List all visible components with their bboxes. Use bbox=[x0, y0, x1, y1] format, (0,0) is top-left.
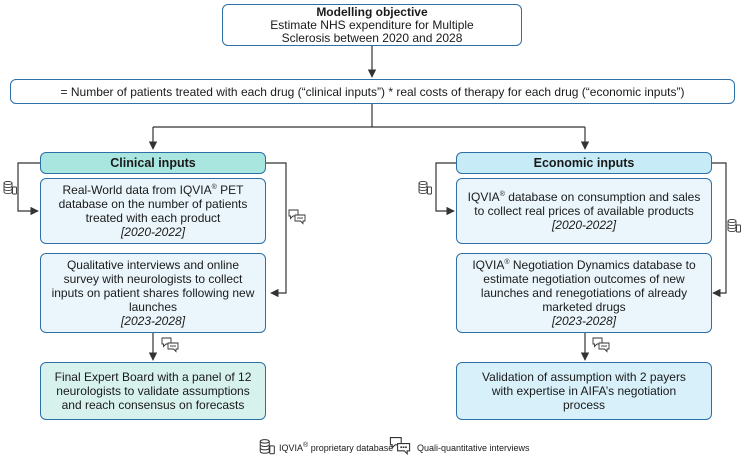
legend-interviews-label: Quali-quantitative interviews bbox=[417, 443, 530, 453]
clinical-box2-text: Qualitative interviews and online survey… bbox=[51, 258, 255, 314]
clinical-box1-period: [2020-2022] bbox=[120, 225, 186, 239]
economic-final-box: Validation of assumption with 2 payers w… bbox=[456, 362, 712, 420]
economic-box-negotiation: IQVIA® Negotiation Dynamics database to … bbox=[456, 253, 712, 333]
objective-title: Modelling objective bbox=[316, 4, 428, 19]
database-icon bbox=[727, 218, 741, 233]
clinical-box-interviews: Qualitative interviews and online survey… bbox=[40, 253, 266, 333]
objective-box: Modelling objective Estimate NHS expendi… bbox=[222, 4, 522, 46]
legend-interviews-icon bbox=[389, 437, 411, 456]
economic-box2-period: [2023-2028] bbox=[551, 314, 617, 328]
interviews-icon bbox=[592, 337, 610, 353]
economic-final-text: Validation of assumption with 2 payers w… bbox=[482, 370, 686, 412]
clinical-header: Clinical inputs bbox=[40, 152, 266, 174]
formula-text: = Number of patients treated with each d… bbox=[60, 84, 685, 99]
database-icon bbox=[418, 180, 432, 195]
legend-database-label: IQVIA® proprietary database bbox=[279, 442, 394, 453]
clinical-final-text: Final Expert Board with a panel of 12 ne… bbox=[54, 370, 252, 412]
objective-text: Estimate NHS expenditure for Multiple Sc… bbox=[270, 17, 474, 45]
economic-box2-text: IQVIA® Negotiation Dynamics database to … bbox=[472, 258, 696, 314]
interviews-icon bbox=[288, 209, 306, 225]
clinical-box1-text: Real-World data from IQVIA® PET database… bbox=[58, 183, 248, 225]
economic-box1-period: [2020-2022] bbox=[551, 218, 617, 232]
economic-box-consumption: IQVIA® database on consumption and sales… bbox=[456, 178, 712, 244]
clinical-box-real-world: Real-World data from IQVIA® PET database… bbox=[40, 178, 266, 244]
database-icon bbox=[3, 180, 17, 195]
economic-header-label: Economic inputs bbox=[533, 156, 635, 170]
formula-box: = Number of patients treated with each d… bbox=[10, 79, 735, 104]
interviews-icon bbox=[161, 337, 179, 353]
clinical-final-box: Final Expert Board with a panel of 12 ne… bbox=[40, 362, 266, 420]
clinical-header-label: Clinical inputs bbox=[110, 156, 196, 170]
economic-header: Economic inputs bbox=[456, 152, 712, 174]
clinical-box2-period: [2023-2028] bbox=[120, 314, 186, 328]
economic-box1-text: IQVIA® database on consumption and sales… bbox=[467, 190, 701, 218]
legend-database-icon bbox=[259, 439, 275, 455]
